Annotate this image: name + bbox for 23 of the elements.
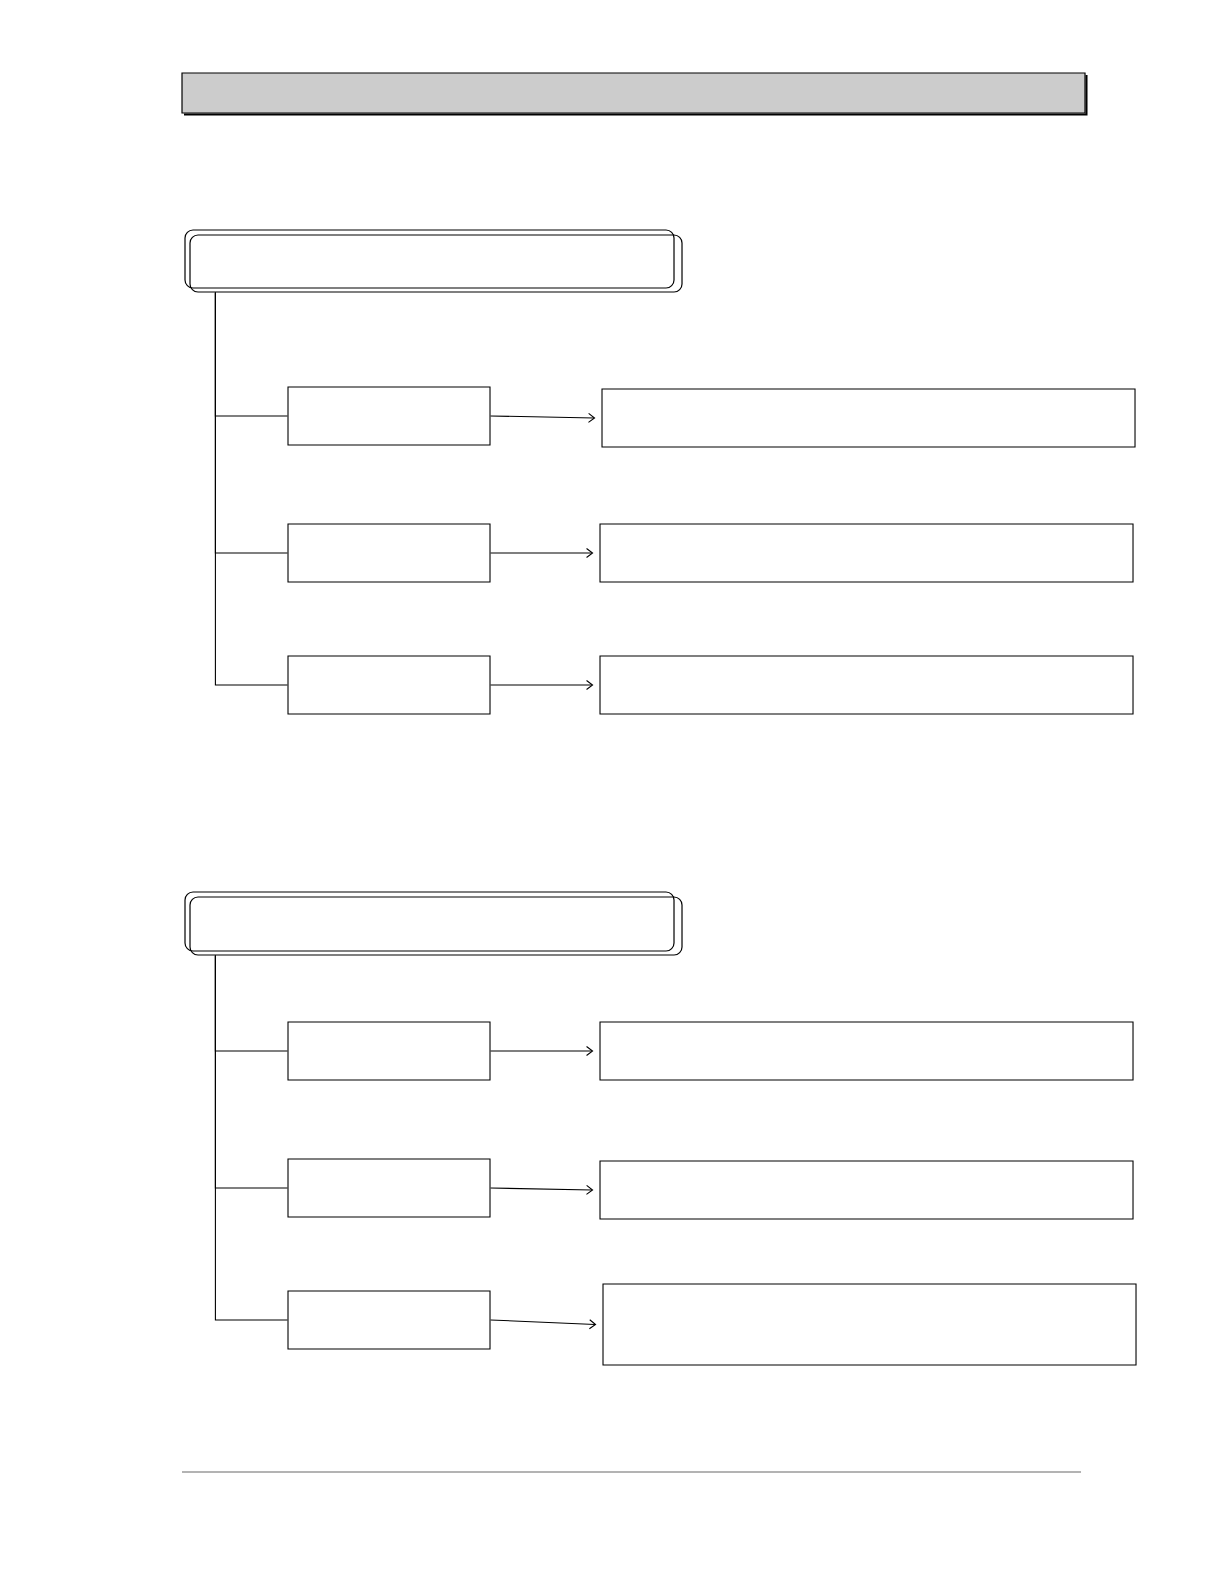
box xyxy=(599,655,1134,715)
box xyxy=(287,1021,491,1081)
connector-line xyxy=(214,955,288,1321)
arrow xyxy=(490,679,594,691)
box xyxy=(287,1290,491,1350)
arrow xyxy=(490,412,596,423)
box xyxy=(599,1160,1134,1220)
arrow xyxy=(490,547,594,559)
box xyxy=(287,655,491,715)
box xyxy=(599,1021,1134,1081)
double-rounded-box xyxy=(184,891,683,956)
box xyxy=(287,386,491,446)
double-rounded-box xyxy=(184,229,683,293)
arrow xyxy=(490,1184,594,1195)
title-bar xyxy=(181,72,1088,116)
box xyxy=(287,1158,491,1218)
arrow xyxy=(490,1319,597,1330)
arrow xyxy=(490,1045,594,1057)
box xyxy=(601,388,1136,448)
box xyxy=(599,523,1134,583)
box xyxy=(602,1283,1137,1366)
box xyxy=(287,523,491,583)
connector-line xyxy=(214,292,288,686)
